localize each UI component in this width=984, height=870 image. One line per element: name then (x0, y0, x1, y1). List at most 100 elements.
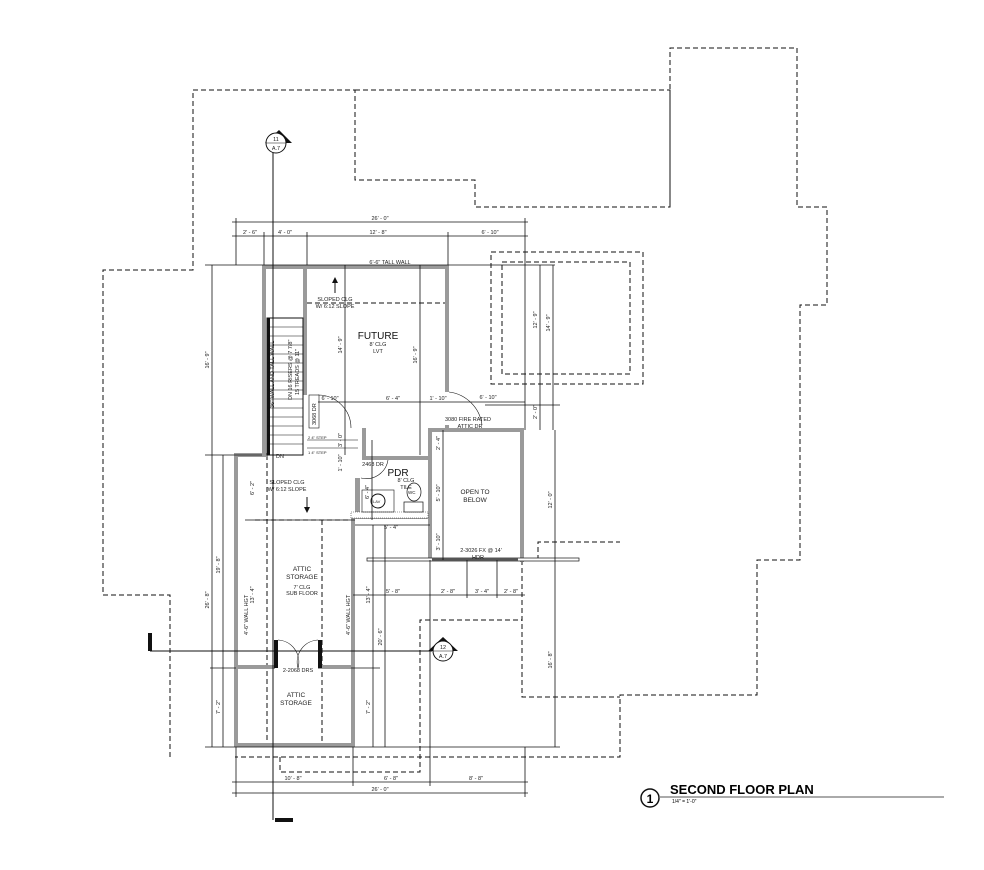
svg-text:11: 11 (273, 137, 279, 143)
svg-text:12: 12 (440, 645, 446, 651)
note-fire-door-1: 3080 FIRE RATED (445, 417, 491, 423)
svg-text:6' - 8": 6' - 8" (384, 776, 398, 782)
svg-text:2' - 8": 2' - 8" (504, 589, 518, 595)
drawing-scale: 1/4" = 1'-0" (672, 799, 697, 805)
stair-dn: DN (276, 454, 284, 460)
doors (277, 391, 483, 670)
toilet: WC (403, 482, 424, 513)
svg-text:2' - 8": 2' - 8" (441, 589, 455, 595)
svg-text:4' - 0": 4' - 0" (278, 230, 292, 236)
svg-text:2' - 6": 2' - 6" (243, 230, 257, 236)
note-tall-wall: 6'-6" TALL WALL (369, 260, 410, 266)
room-future-ceiling: 8' CLG (370, 342, 387, 348)
dimension-texts: 26' - 0" 2' - 6" 4' - 0" 12' - 8" 6' - 1… (205, 216, 554, 793)
svg-text:8' - 8": 8' - 8" (469, 776, 483, 782)
svg-text:6' - 2": 6' - 2" (250, 481, 256, 495)
wc-label: WC (408, 490, 416, 495)
svg-text:1' - 10": 1' - 10" (338, 454, 344, 471)
svg-text:26' - 0": 26' - 0" (371, 787, 388, 793)
svg-text:14' - 9": 14' - 9" (338, 336, 344, 353)
slope-arrow-down (304, 497, 310, 513)
note-door-2468: 2468 DR (362, 462, 384, 468)
roof-outline-inner (355, 89, 671, 207)
note-sloped-lower-2: W/ 6:12 SLOPE (268, 487, 307, 493)
note-doors-2068: 2-2068 DRS (283, 668, 314, 674)
walls (234, 265, 524, 747)
lower-outline (279, 619, 522, 773)
svg-text:3' - 4": 3' - 4" (475, 589, 489, 595)
attic1-floor: SUB FLOOR (286, 591, 318, 597)
step-2: 2 4" STEP (308, 435, 327, 440)
stair: 36" WALL AND TALL WALL DN 16 RISERS @ 7 … (266, 317, 358, 460)
svg-text:19' - 8": 19' - 8" (216, 556, 222, 573)
svg-text:16' - 9": 16' - 9" (205, 351, 211, 368)
attic1-ceiling: 7' CLG (294, 585, 311, 591)
attic1-name-1: ATTIC (293, 566, 312, 573)
room-future-name: FUTURE (358, 331, 399, 342)
attic2-name-1: ATTIC (287, 692, 306, 699)
svg-text:10' - 8": 10' - 8" (284, 776, 301, 782)
svg-text:13' - 4": 13' - 4" (250, 586, 256, 603)
svg-text:6' - 4": 6' - 4" (386, 396, 400, 402)
stair-note-2: DN 16 RISERS @ 7 7/8" (288, 340, 294, 400)
note-fire-door-2: ATTIC DR (458, 424, 483, 430)
svg-text:2' - 4": 2' - 4" (436, 436, 442, 450)
svg-text:5' - 4": 5' - 4" (384, 525, 398, 531)
svg-text:6' - 10": 6' - 10" (321, 396, 338, 402)
porch-outline (521, 560, 620, 698)
svg-text:26' - 0": 26' - 0" (371, 216, 388, 222)
lav-label: LAV (373, 499, 381, 504)
svg-text:6' - 10": 6' - 10" (479, 395, 496, 401)
svg-text:3' - 10": 3' - 10" (436, 533, 442, 550)
step-1: 1 4" STEP (308, 450, 327, 455)
svg-text:26' - 8": 26' - 8" (205, 591, 211, 608)
svg-text:A.7: A.7 (272, 146, 280, 152)
skylight-outer (490, 251, 644, 385)
drawing-number: 1 (647, 792, 654, 806)
svg-text:6' - 4": 6' - 4" (365, 485, 371, 499)
svg-text:14' - 9": 14' - 9" (546, 314, 552, 331)
door-3068-label: 3068 DR (312, 403, 318, 425)
svg-text:1' - 10": 1' - 10" (429, 396, 446, 402)
room-pdr-name: PDR (387, 468, 408, 479)
svg-text:20' - 6": 20' - 6" (378, 628, 384, 645)
dimension-lines (205, 218, 560, 797)
svg-text:2' - 0": 2' - 0" (533, 405, 539, 419)
note-sloped-upper-2: W/ 6:12 SLOPE (316, 304, 355, 310)
svg-text:6' - 10": 6' - 10" (481, 230, 498, 236)
svg-text:12' - 9": 12' - 9" (533, 311, 539, 328)
svg-text:13' - 4": 13' - 4" (366, 586, 372, 603)
open-to-below-1: OPEN TO (460, 489, 489, 496)
svg-text:5' - 8": 5' - 8" (386, 589, 400, 595)
drawing-name: SECOND FLOOR PLAN (670, 782, 814, 797)
svg-text:12' - 0": 12' - 0" (548, 491, 554, 508)
svg-text:3' - 0": 3' - 0" (338, 433, 344, 447)
note-sloped-lower-1: SLOPED CLG (269, 480, 304, 486)
attic2-name-2: STORAGE (280, 700, 312, 707)
roof-outline (102, 47, 828, 758)
room-pdr-floor: TILE (400, 485, 412, 491)
svg-text:16' - 9": 16' - 9" (413, 346, 419, 363)
svg-text:5' - 10": 5' - 10" (436, 484, 442, 501)
section-marker-12[interactable]: 12 A.7 (428, 637, 458, 662)
svg-text:7' - 2": 7' - 2" (216, 700, 222, 714)
note-wall-hgt-left: 4'-6" WALL HGT (244, 594, 250, 635)
svg-text:16' - 8": 16' - 8" (548, 651, 554, 668)
note-wall-hgt-right: 4'-6" WALL HGT (346, 594, 352, 635)
open-to-below-2: BELOW (463, 497, 487, 504)
note-window-hdr: HDR (472, 555, 484, 561)
skylight-inner (501, 261, 631, 375)
lavatory: LAV (361, 489, 395, 513)
note-window: 2-3026 FX @ 14' (460, 548, 502, 554)
room-pdr-ceiling: 8' CLG (398, 478, 415, 484)
stair-note-3: 15 TREADS @ 11" (295, 349, 301, 395)
note-sloped-upper-1: SLOPED CLG (317, 297, 352, 303)
attic1-name-2: STORAGE (286, 574, 318, 581)
porch-outline-2 (537, 541, 620, 560)
svg-text:7' - 2": 7' - 2" (366, 700, 372, 714)
svg-text:12' - 8": 12' - 8" (369, 230, 386, 236)
drawing-title: 1 SECOND FLOOR PLAN 1/4" = 1'-0" (640, 782, 944, 808)
room-future-floor: LVT (373, 349, 383, 355)
svg-text:A.7: A.7 (439, 654, 447, 660)
section-marker-11[interactable]: 11 A.7 (265, 130, 292, 154)
